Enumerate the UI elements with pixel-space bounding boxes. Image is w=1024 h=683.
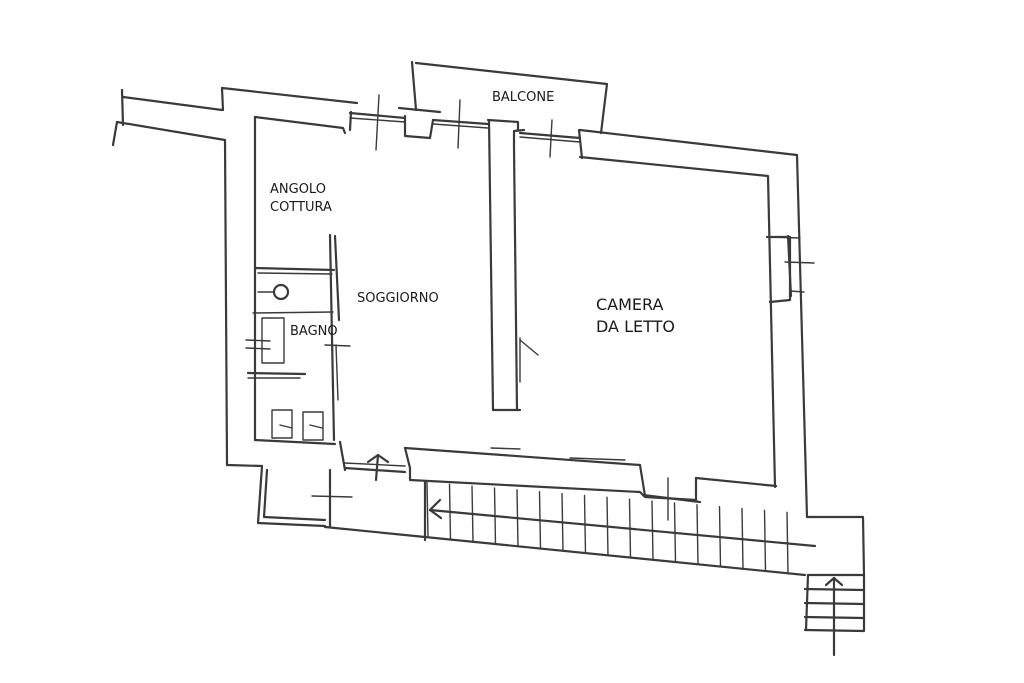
bathroom-fixtures — [245, 233, 351, 472]
left-corridor-walls — [111, 88, 229, 467]
external-staircase — [426, 481, 789, 574]
room-label-soggiorno: SOGGIORNO — [357, 291, 439, 306]
room-label-camera-da-letto: CAMERA DA LETTO — [596, 295, 675, 336]
outer-walls — [220, 60, 815, 519]
room-label-angolo-cottura: ANGOLO COTTURA — [270, 182, 332, 215]
entry-landing — [803, 515, 866, 657]
room-label-bagno: BAGNO — [290, 324, 338, 339]
lower-walls — [256, 446, 817, 577]
room-label-balcone: BALCONE — [492, 90, 555, 105]
